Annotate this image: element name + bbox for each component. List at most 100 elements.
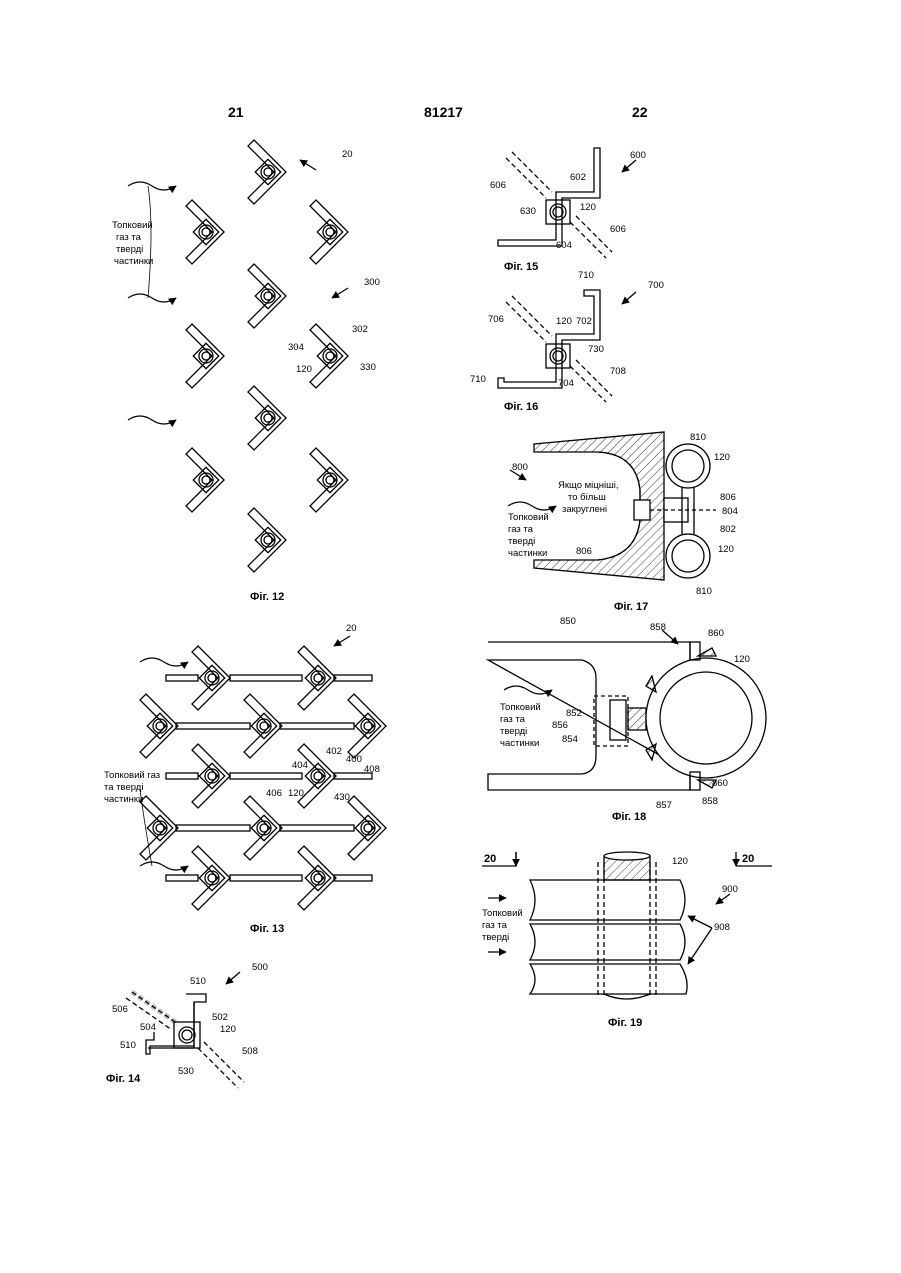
- fig16-ref-702: 702: [576, 316, 592, 327]
- fig17-flow-1: Топковий: [508, 512, 549, 523]
- fig12-caption: Фіг. 12: [250, 591, 284, 603]
- fig12-ref-304: 304: [288, 342, 304, 353]
- baffle-plate: [334, 875, 372, 881]
- figure-12: [128, 140, 348, 572]
- baffle-plate: [334, 675, 372, 681]
- fig14-ref-500: 500: [252, 962, 268, 973]
- baffle-element: [186, 324, 224, 388]
- fig19-section-left: 20: [484, 853, 496, 865]
- fig12-ref-20: 20: [342, 149, 353, 160]
- fig15-labels: 600 606 602 630 120 606 604 Фіг. 15: [490, 150, 646, 273]
- fig18-ref-120: 120: [734, 654, 750, 665]
- baffle-element: [310, 200, 348, 264]
- fig18-ref-854: 854: [562, 734, 578, 745]
- baffle-element: [248, 508, 286, 572]
- fig16-ref-710a: 710: [578, 270, 594, 281]
- fig19-ref-900: 900: [722, 884, 738, 895]
- baffle-plate: [166, 875, 198, 881]
- fig18-ref-852: 852: [566, 708, 582, 719]
- fig19-flow-2: газ та: [482, 920, 508, 931]
- fig15-caption: Фіг. 15: [504, 261, 538, 273]
- fig18-flow-3: тверді: [500, 726, 527, 737]
- fig13-flow-label-3: частинки: [104, 794, 143, 805]
- fig17-ref-806a: 806: [720, 492, 736, 503]
- fig17-caption: Фіг. 17: [614, 601, 648, 613]
- fig12-ref-300: 300: [364, 277, 380, 288]
- fig17-ref-800: 800: [512, 462, 528, 473]
- fig14-ref-508: 508: [242, 1046, 258, 1057]
- fig19-ref-120: 120: [672, 856, 688, 867]
- baffle-element: [298, 846, 336, 910]
- fig12-ref-330: 330: [360, 362, 376, 373]
- fig14-ref-120: 120: [220, 1024, 236, 1035]
- fig13-ref-406: 406: [266, 788, 282, 799]
- fig15-ref-604: 604: [556, 240, 572, 251]
- fig18-ref-857: 857: [656, 800, 672, 811]
- baffle-element: [310, 324, 348, 388]
- fig17-ref-802: 802: [720, 524, 736, 535]
- fig13-ref-402: 402: [326, 746, 342, 757]
- baffle-element: [186, 200, 224, 264]
- fig12-flow-arrows: [128, 182, 176, 424]
- fig18-ref-856: 856: [552, 720, 568, 731]
- baffle-plate: [230, 875, 302, 881]
- fig12-pointer: [300, 160, 316, 170]
- fig17-ref-810b: 810: [696, 586, 712, 597]
- fig17-flow-2: газ та: [508, 524, 534, 535]
- baffle-plate: [166, 773, 198, 779]
- fig19-caption: Фіг. 19: [608, 1017, 642, 1029]
- fig12-flow-label-3: тверді: [116, 244, 143, 255]
- fig17-ref-120b: 120: [718, 544, 734, 555]
- fig12-ref-302: 302: [352, 324, 368, 335]
- baffle-element: [140, 694, 178, 758]
- fig18-ref-858b: 858: [702, 796, 718, 807]
- fig18-ref-858a: 858: [650, 622, 666, 633]
- baffle-element: [248, 140, 286, 204]
- fig16-ref-708: 708: [610, 366, 626, 377]
- fig14-labels: 500 510 506 502 504 120 510 508 530 Фіг.…: [106, 962, 268, 1085]
- baffle-element: [298, 646, 336, 710]
- baffle-plate: [230, 675, 302, 681]
- fig17-flow-4: частинки: [508, 548, 547, 559]
- fig17-ref-804: 804: [722, 506, 738, 517]
- fig14-ref-530: 530: [178, 1066, 194, 1077]
- fig13-ref-404: 404: [292, 760, 308, 771]
- fig12-labels: Топковий газ та тверді частинки 20 300 3…: [112, 149, 380, 603]
- fig16-ref-730: 730: [588, 344, 604, 355]
- baffle-plate: [166, 675, 198, 681]
- fig16-ref-706: 706: [488, 314, 504, 325]
- figure-13: [140, 636, 386, 910]
- fig18-flow-1: Топковий: [500, 702, 541, 713]
- fig14-ref-510a: 510: [190, 976, 206, 987]
- fig19-flow-3: тверді: [482, 932, 509, 943]
- fig17-note-2: то більш: [568, 492, 606, 503]
- baffle-element: [310, 448, 348, 512]
- fig16-ref-704: 704: [558, 378, 574, 389]
- fig16-ref-710b: 710: [470, 374, 486, 385]
- fig13-flow-arrows: [140, 658, 188, 870]
- fig15-ref-602: 602: [570, 172, 586, 183]
- fig18-caption: Фіг. 18: [612, 811, 646, 823]
- baffle-plate: [176, 825, 250, 831]
- fig12-flow-label-4: частинки: [114, 256, 153, 267]
- fig15-ref-606b: 606: [610, 224, 626, 235]
- baffle-plate: [280, 723, 354, 729]
- fig14-caption: Фіг. 14: [106, 1073, 141, 1085]
- fig16-ref-120: 120: [556, 316, 572, 327]
- fig18-flow-2: газ та: [500, 714, 526, 725]
- fig14-ref-510b: 510: [120, 1040, 136, 1051]
- fig16-labels: 710 700 706 120 702 730 710 704 708 Фіг.…: [470, 270, 664, 413]
- fig17-note-1: Якщо міцніші,: [558, 480, 618, 491]
- fig17-note-3: закруглені: [562, 504, 607, 515]
- fig18-flow-4: частинки: [500, 738, 539, 749]
- fig17-ref-120a: 120: [714, 452, 730, 463]
- fig14-ref-506: 506: [112, 1004, 128, 1015]
- fig18-ref-860b: 860: [712, 778, 728, 789]
- fig18-ref-850: 850: [560, 616, 576, 627]
- fig13-flow-label-1: Топковий газ: [104, 770, 160, 781]
- fig15-ref-120: 120: [580, 202, 596, 213]
- fig15-ref-630: 630: [520, 206, 536, 217]
- fig19-ref-908: 908: [714, 922, 730, 933]
- fig14-ref-504: 504: [140, 1022, 156, 1033]
